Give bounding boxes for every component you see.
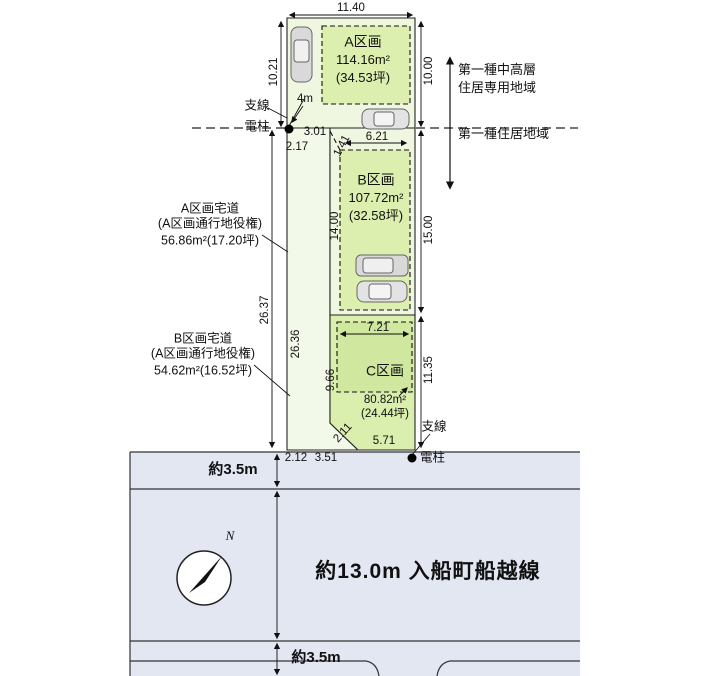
dim-15-00: 15.00 [422, 215, 435, 245]
leader-lines [253, 98, 431, 456]
plot-b-name: B区画 [357, 171, 395, 188]
dim-7-21: 7.21 [366, 321, 390, 334]
plot-a-tsubo: (34.53坪) [335, 70, 391, 86]
zoning-lower-label: 第一種住居地域 [458, 126, 550, 142]
dim-26-37: 26.37 [258, 295, 271, 325]
dim-14-00: 14.00 [328, 211, 341, 241]
easement-a-title: A区画宅道 [180, 201, 240, 216]
utility-pole-bottom-label: 電柱 [420, 450, 446, 465]
road-top-setback-label: 約3.5m [208, 461, 258, 479]
plot-a-area: 114.16m² [336, 52, 390, 68]
dim-9-66: 9.66 [324, 368, 337, 392]
dim-left-a: 10.21 [267, 57, 280, 87]
plot-a-name: A区画 [344, 33, 382, 50]
plot-b-area: 107.72m² [348, 190, 404, 206]
utility-pole-bottom-icon [407, 453, 417, 463]
dim-5-71: 5.71 [372, 434, 396, 447]
easement-a-area: 56.86m²(17.20坪) [161, 233, 259, 248]
plot-a-dashed-boundary [321, 25, 411, 105]
easement-a-subtitle: (A区画通行地役権) [157, 216, 263, 231]
easement-b-subtitle: (A区画通行地役権) [150, 346, 256, 361]
road-bottom-setback-label: 約3.5m [291, 649, 341, 667]
plot-c-name: C区画 [365, 362, 405, 379]
dim-6-21: 6.21 [365, 130, 389, 143]
compass-north-label: N [225, 528, 235, 544]
easement-b-title: B区画宅道 [173, 331, 233, 346]
zoning-upper-label-line2: 住居専用地域 [458, 80, 537, 96]
utility-pole-top-label: 電柱 [244, 119, 270, 134]
car-icon [356, 280, 408, 303]
dim-right-a: 10.00 [422, 56, 435, 86]
plot-c-tsubo: (24.44坪) [361, 407, 409, 420]
compass-icon [176, 550, 232, 606]
dimension-arrows [268, 11, 425, 676]
guy-wire-top-label: 支線 [244, 98, 270, 113]
dim-2-12: 2.12 [284, 451, 308, 464]
dim-11-35: 11.35 [422, 356, 435, 384]
dim-3-51: 3.51 [314, 451, 338, 464]
easement-b-area: 54.62m²(16.52坪) [154, 363, 252, 378]
dim-2-17: 2.17 [285, 140, 309, 153]
car-icon [361, 108, 410, 130]
dim-width-top: 11.40 [337, 1, 365, 14]
road-name-label: 約13.0m 入船町船越線 [315, 559, 541, 583]
dim-3-01: 3.01 [303, 125, 327, 138]
van-icon [355, 254, 409, 277]
plot-b-tsubo: (32.58坪) [348, 208, 404, 224]
zoning-upper-label-line1: 第一種中高層 [458, 62, 537, 78]
guy-wire-bottom-label: 支線 [421, 419, 447, 434]
dim-pole-offset: 4m [297, 92, 313, 105]
car-icon [290, 26, 313, 83]
dim-26-36: 26.36 [289, 329, 302, 359]
plot-c-area: 80.82m² [363, 393, 407, 406]
utility-pole-top-icon [284, 124, 294, 134]
